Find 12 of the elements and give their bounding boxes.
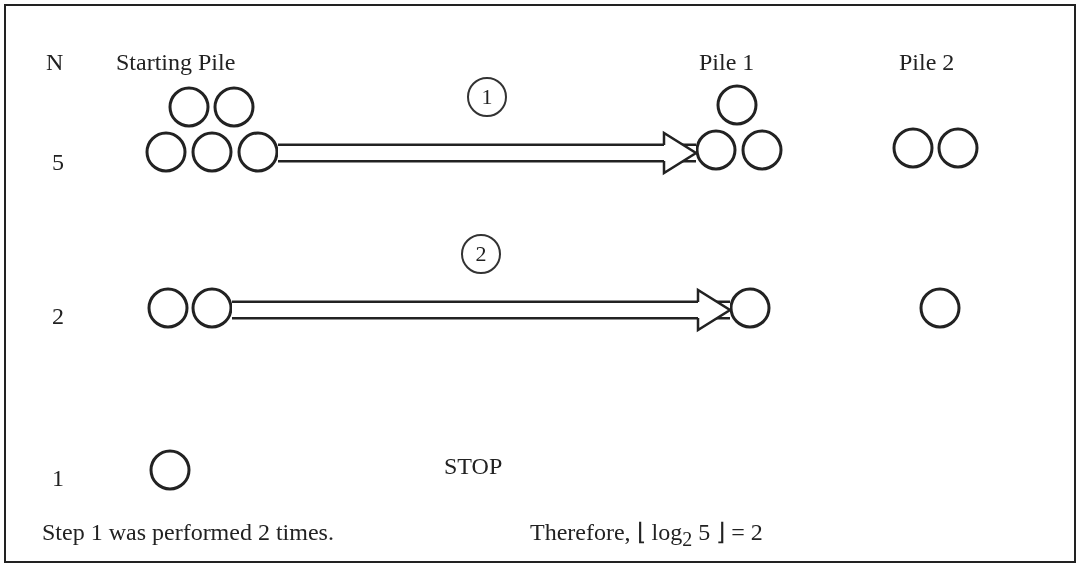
conclusion-text: Therefore, ⌊ log$_{2}$ 5 ⌋ = 2 [530,520,763,549]
row-number: 5 [52,150,64,174]
column-header: N [46,50,64,74]
row-number: 2 [52,304,64,328]
stop-label: STOP [444,454,503,478]
edge-label: 2 [461,234,501,274]
column-header: Pile 2 [899,50,955,74]
edge-label: 1 [467,77,507,117]
note-text: Step 1 was performed 2 times. [42,520,334,544]
column-header: Pile 1 [699,50,755,74]
column-header: Starting Pile [116,50,236,74]
row-number: 1 [52,466,64,490]
